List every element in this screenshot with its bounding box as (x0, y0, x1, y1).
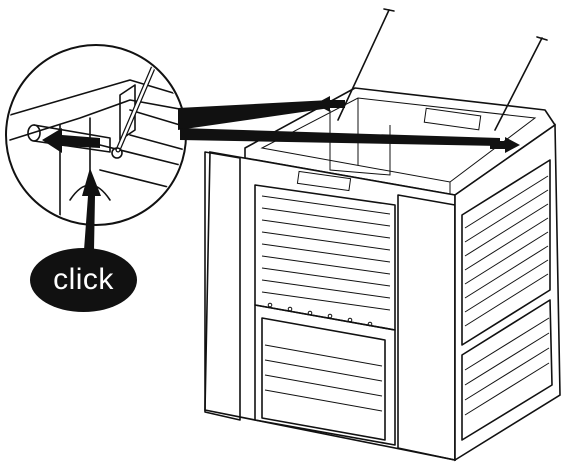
arrow-left-icon (42, 128, 100, 153)
front-panel-slats (261, 195, 391, 311)
side-panel-slats (464, 175, 549, 327)
door-slats (264, 344, 383, 412)
magnified-detail (5, 44, 500, 226)
arrow-right-icon (490, 137, 520, 153)
rivets (267, 302, 373, 327)
compost-bin (204, 8, 561, 462)
pointer-arrow-icon (82, 168, 101, 250)
arrow-left-icon (315, 96, 345, 112)
click-label: click (30, 248, 137, 312)
